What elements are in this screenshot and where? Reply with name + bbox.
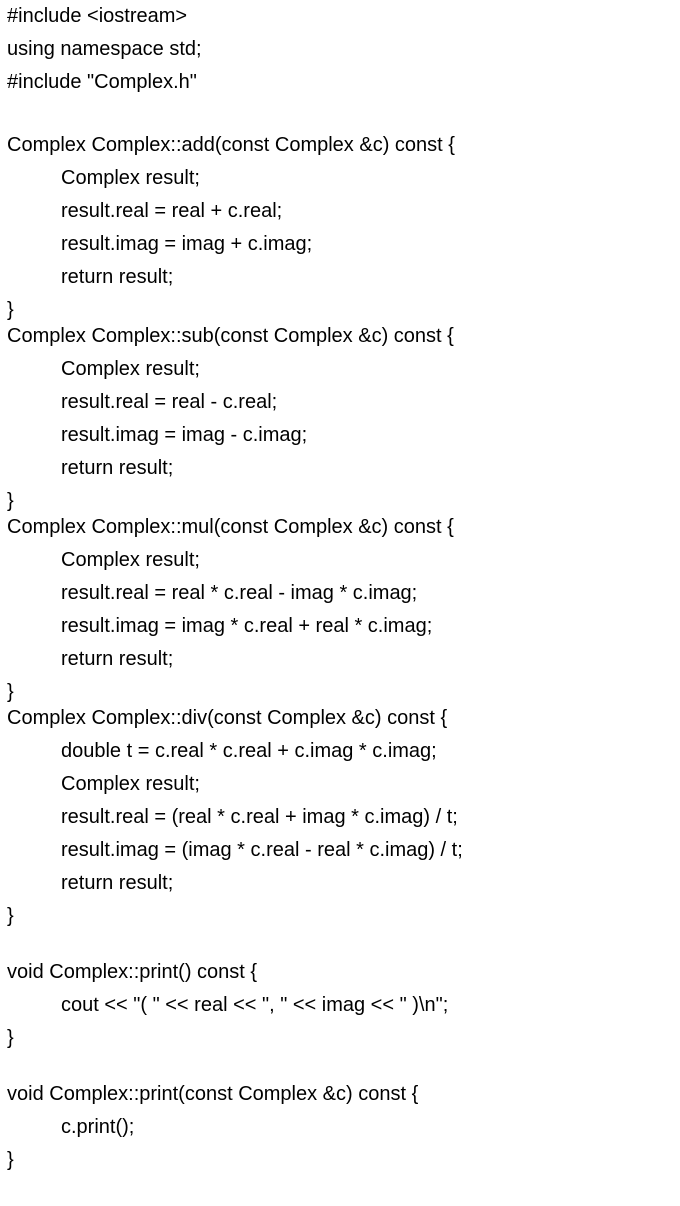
code-line: #include "Complex.h" bbox=[7, 71, 197, 93]
code-line: Complex Complex::add(const Complex &c) c… bbox=[7, 134, 455, 156]
code-line: result.real = real + c.real; bbox=[61, 200, 283, 222]
code-line: } bbox=[7, 299, 14, 321]
code-line: } bbox=[7, 490, 14, 512]
code-line: Complex Complex::mul(const Complex &c) c… bbox=[7, 516, 454, 538]
code-line: c.print(); bbox=[61, 1116, 135, 1138]
code-line: using namespace std; bbox=[7, 38, 202, 60]
code-line: result.real = (real * c.real + imag * c.… bbox=[61, 806, 458, 828]
code-line: result.imag = (imag * c.real - real * c.… bbox=[61, 839, 463, 861]
code-line: Complex result; bbox=[61, 773, 200, 795]
code-line: return result; bbox=[61, 648, 174, 670]
code-line: } bbox=[7, 905, 14, 927]
code-line: void Complex::print() const { bbox=[7, 961, 258, 983]
code-line: } bbox=[7, 1027, 14, 1049]
code-line: Complex result; bbox=[61, 358, 200, 380]
code-line: result.imag = imag - c.imag; bbox=[61, 424, 308, 446]
code-line: result.imag = imag + c.imag; bbox=[61, 233, 313, 255]
code-line: Complex result; bbox=[61, 167, 200, 189]
code-line: void Complex::print(const Complex &c) co… bbox=[7, 1083, 419, 1105]
code-line: cout << "( " << real << ", " << imag << … bbox=[61, 994, 449, 1016]
code-line: } bbox=[7, 1149, 14, 1171]
code-line: return result; bbox=[61, 457, 174, 479]
code-line: Complex result; bbox=[61, 549, 200, 571]
code-line: double t = c.real * c.real + c.imag * c.… bbox=[61, 740, 437, 762]
code-line: result.imag = imag * c.real + real * c.i… bbox=[61, 615, 433, 637]
code-line: result.real = real - c.real; bbox=[61, 391, 278, 413]
code-line: Complex Complex::div(const Complex &c) c… bbox=[7, 707, 448, 729]
code-line: Complex Complex::sub(const Complex &c) c… bbox=[7, 325, 454, 347]
code-line: result.real = real * c.real - imag * c.i… bbox=[61, 582, 418, 604]
code-line: return result; bbox=[61, 872, 174, 894]
code-line: } bbox=[7, 681, 14, 703]
code-line: return result; bbox=[61, 266, 174, 288]
code-line: #include <iostream> bbox=[7, 5, 188, 27]
